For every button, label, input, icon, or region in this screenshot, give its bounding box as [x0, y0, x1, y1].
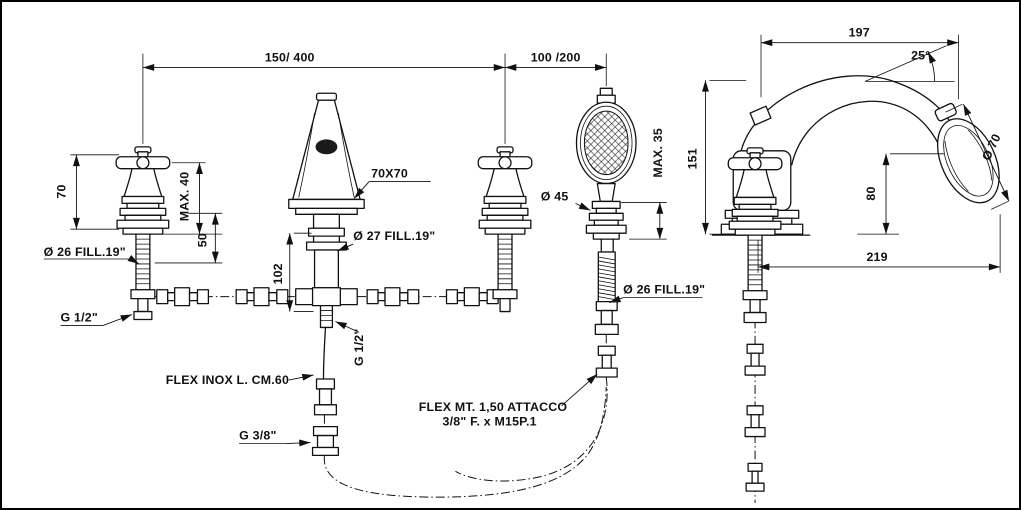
dim-side-height-label: 151 [686, 148, 700, 169]
dim-spout-under-label: 102 [271, 263, 285, 284]
spout-mouth [315, 139, 338, 155]
dimension-lines [70, 34, 1010, 312]
inlet-spout-label: G 1/2" [352, 329, 366, 366]
inlet-handle-label: G 1/2" [61, 310, 98, 324]
dim-side-head-height-label: 80 [864, 186, 878, 200]
dim-side-reach-label: 219 [866, 250, 887, 264]
thread-handle-label: Ø 26 FILL.19" [44, 245, 126, 259]
dim-handle-height-label: 70 [55, 184, 69, 198]
valve-right [477, 146, 533, 313]
flex-spout-label: FLEX INOX L. CM.60 [166, 373, 289, 387]
flex-shower-label-2: 3/8" F. x M15P.1 [443, 415, 537, 429]
flex-shower-label-1: FLEX MT. 1,50 ATTACCO [419, 400, 568, 414]
leader-lines [43, 181, 703, 447]
dim-span-mid-label: 100 /200 [531, 51, 581, 65]
front-view [115, 87, 637, 498]
flex-hoses [323, 376, 608, 498]
handshower-front [575, 87, 637, 378]
dia-holder-label: Ø 45 [541, 189, 569, 203]
dim-side-width-label: 197 [849, 26, 870, 40]
spout-front [288, 92, 365, 457]
dim-span-left-label: 150/ 400 [265, 51, 315, 65]
hose-left [154, 287, 298, 307]
dim-under-handle-label: 50 [195, 233, 209, 247]
side-under-deck [742, 290, 768, 504]
diverter-knob [749, 105, 772, 126]
valve-left [115, 146, 171, 321]
dim-side-angle-label: 25° [911, 49, 930, 63]
thread-spout-label: Ø 27 FILL.19" [353, 229, 435, 243]
spout-base-label: 70X70 [371, 167, 408, 181]
side-view [711, 75, 1000, 504]
hose-right [357, 287, 499, 307]
dimension-labels: 150/ 400 100 /200 70 MAX. 40 50 Ø 26 FIL… [44, 26, 1004, 443]
dim-max-deck-handle-label: MAX. 40 [178, 172, 192, 222]
flex-thread-label: G 3/8" [239, 429, 276, 443]
shower-face [583, 110, 629, 176]
thread-shower-label: Ø 26 FILL.19" [623, 283, 705, 297]
dim-max-deck-shower-label: MAX. 35 [651, 128, 665, 178]
